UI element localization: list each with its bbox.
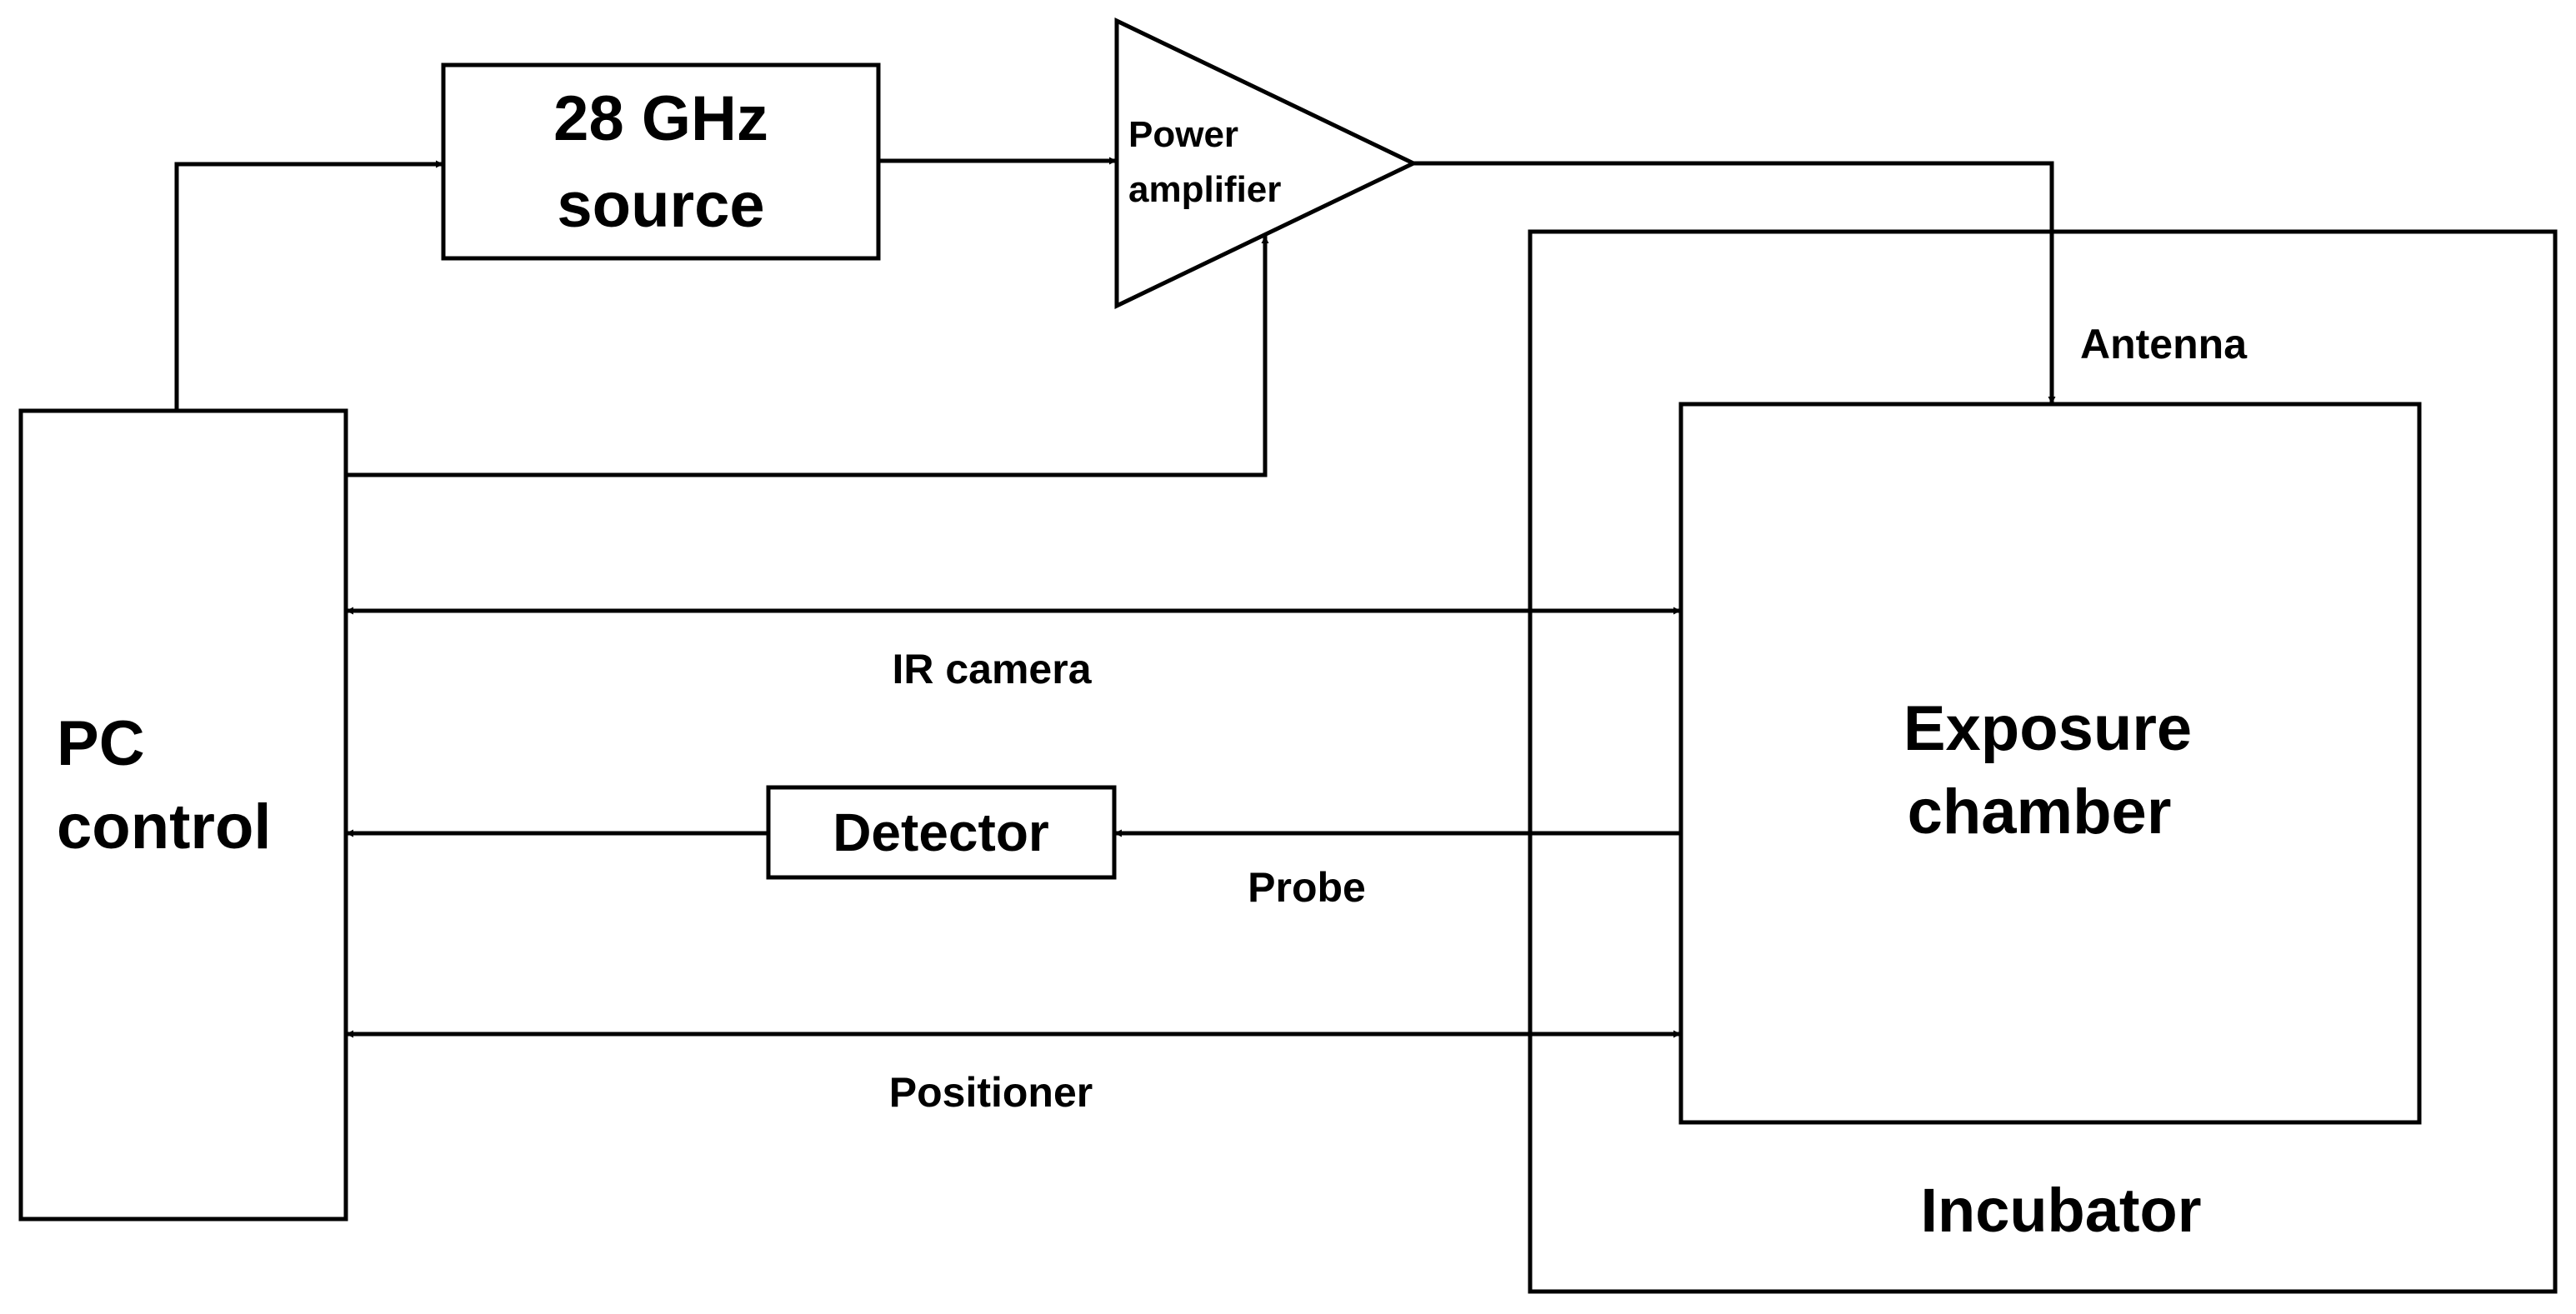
pc-control-box (18, 408, 348, 1222)
antenna-label: Antenna (2080, 321, 2248, 367)
pc-to-source-arrow (174, 160, 443, 411)
exposure-chamber-label-line2: chamber (1908, 777, 2172, 847)
exposure-chamber-label-line1: Exposure (1903, 693, 2192, 764)
pc-control-label-line1: PC (57, 708, 145, 779)
power-amplifier-label-line1: Power (1128, 114, 1238, 155)
ir-camera-label: IR camera (892, 646, 1092, 692)
ghz-source-label-line2: source (557, 170, 764, 241)
power-amplifier-triangle (1114, 17, 1418, 309)
amplifier-to-antenna-arrow (1413, 161, 2056, 404)
power-amplifier-label-line2: amplifier (1128, 169, 1281, 210)
pc-to-amplifier-arrow (346, 236, 1269, 477)
detector-label: Detector (833, 802, 1049, 862)
positioner-label: Positioner (889, 1069, 1093, 1116)
incubator-label: Incubator (1920, 1176, 2201, 1245)
pc-control-label-line2: control (57, 792, 272, 862)
incubator-box (1528, 229, 2558, 1294)
ghz-source-label-line1: 28 GHz (553, 83, 768, 154)
probe-label: Probe (1248, 864, 1366, 911)
